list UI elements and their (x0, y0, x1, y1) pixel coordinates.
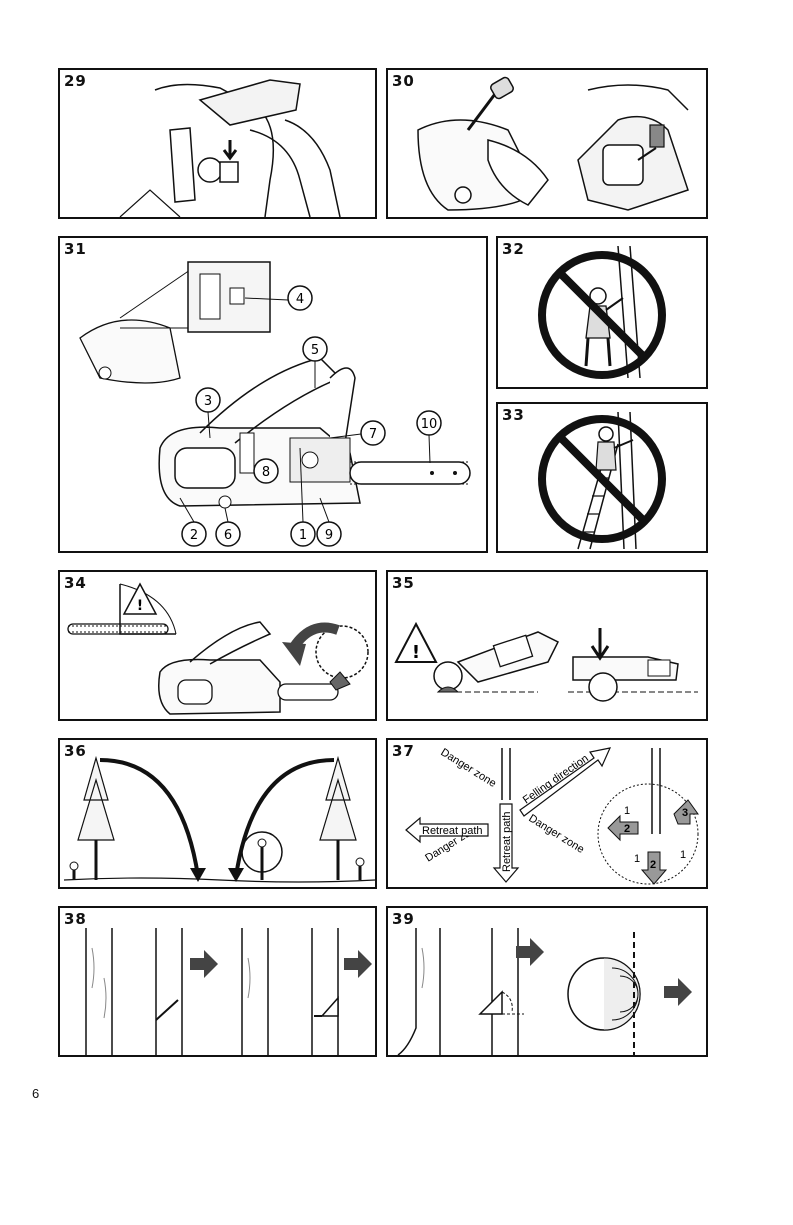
figure-number: 38 (64, 910, 87, 928)
route-number: 1 (680, 849, 686, 861)
kickback-zone-illustration: ! (60, 572, 375, 719)
figure-number: 34 (64, 574, 87, 592)
label-danger-zone-top-left: Danger zone (438, 746, 498, 790)
callout-5: 5 (311, 343, 319, 358)
callout-2: 2 (190, 528, 198, 543)
callout-1: 1 (299, 528, 307, 543)
route-number: 1 (634, 853, 640, 865)
figure-31: 31 4 5 3 7 10 8 (58, 236, 488, 553)
figure-35: 35 ! (386, 570, 708, 721)
callout-9: 9 (325, 528, 333, 543)
route-number: 1 (624, 805, 630, 817)
callout-6: 6 (224, 528, 232, 543)
figure-30: 30 (386, 68, 708, 219)
figure-39: 39 (386, 906, 708, 1057)
chain-brake-handle-illustration (60, 70, 375, 217)
figure-33: 33 (496, 402, 708, 553)
figure-36: 36 (58, 738, 377, 889)
figure-37: 37 Danger zone Danger zone Danger zone R… (386, 738, 708, 889)
felling-notch-and-back-cut-illustration (388, 908, 706, 1055)
figure-34: 34 ! (58, 570, 377, 721)
label-danger-zone-right: Danger zone (526, 812, 586, 856)
figure-29: 29 (58, 68, 377, 219)
kickback-caution-illustration: ! (388, 572, 706, 719)
figure-number: 30 (392, 72, 415, 90)
route-number: 2 (650, 859, 656, 871)
prohibited-cutting-above-shoulder-icon (498, 238, 706, 387)
label-retreat-path-left: Retreat path (422, 825, 483, 837)
figure-number: 31 (64, 240, 87, 258)
callout-8: 8 (262, 465, 270, 480)
figure-32: 32 (496, 236, 708, 389)
page-number: 6 (32, 1086, 39, 1101)
svg-text:!: ! (412, 642, 420, 663)
callout-3: 3 (204, 394, 212, 409)
route-number: 2 (624, 823, 630, 835)
callout-7: 7 (369, 427, 377, 442)
label-felling-direction: Felling direction (521, 752, 591, 806)
felling-notch-sequence-illustration (60, 908, 375, 1055)
figure-number: 36 (64, 742, 87, 760)
figure-number: 39 (392, 910, 415, 928)
felling-distance-illustration (60, 740, 375, 887)
figure-number: 35 (392, 574, 415, 592)
chain-brake-test-and-spark-plug-illustration (388, 70, 706, 217)
callout-4: 4 (296, 292, 304, 307)
route-number: 3 (682, 807, 688, 819)
chainsaw-parts-diagram: 4 5 3 7 10 8 2 6 1 9 (60, 238, 486, 551)
figure-number: 32 (502, 240, 525, 258)
figure-number: 29 (64, 72, 87, 90)
figure-number: 37 (392, 742, 415, 760)
callout-10: 10 (421, 417, 438, 432)
felling-zones-diagram: Danger zone Danger zone Danger zone Retr… (388, 740, 706, 887)
prohibited-cutting-from-ladder-icon (498, 404, 706, 551)
figure-number: 33 (502, 406, 525, 424)
label-retreat-path-down: Retreat path (501, 811, 513, 872)
figure-38: 38 (58, 906, 377, 1057)
svg-text:!: ! (137, 598, 143, 614)
